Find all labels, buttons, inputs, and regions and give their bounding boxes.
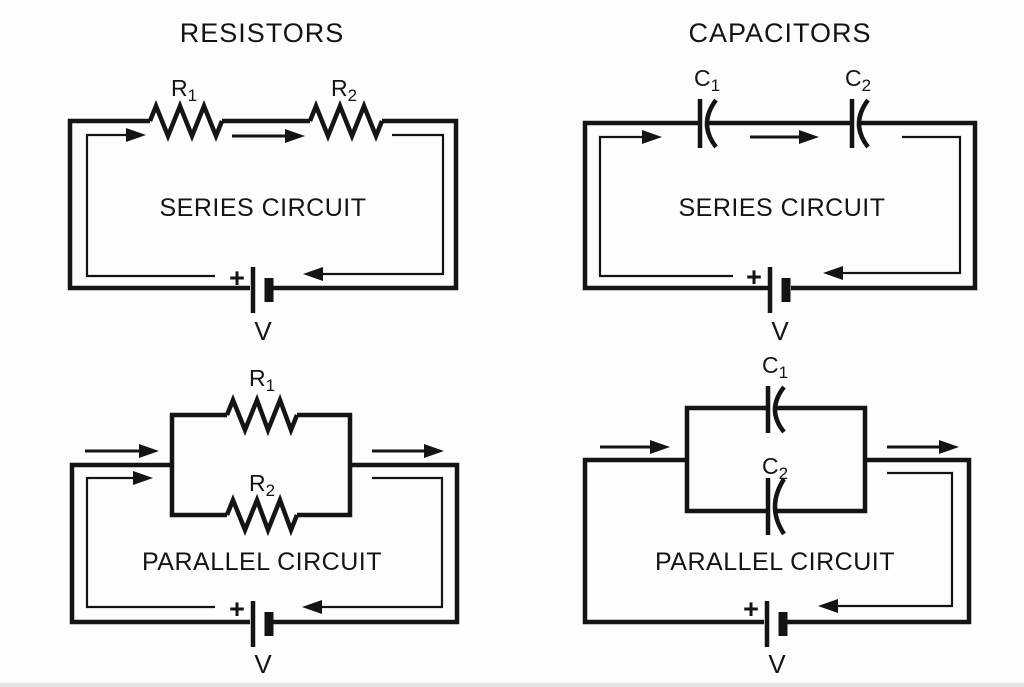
resistor-symbol — [224, 393, 300, 437]
component-label: R1 — [171, 75, 197, 105]
current-loop — [818, 471, 954, 613]
battery-voltage-label: V — [254, 649, 272, 679]
current-loop-line — [598, 135, 733, 278]
battery-polarity-label: + — [229, 594, 245, 624]
component-label: C1 — [694, 65, 720, 95]
component-label: C1 — [762, 352, 788, 382]
battery-symbol — [250, 267, 274, 313]
current-arrow-icon — [133, 471, 153, 485]
column-title-capacitors: CAPACITORS — [688, 18, 871, 48]
parallel-branch-wire — [169, 412, 353, 518]
component-label: C2 — [845, 65, 871, 95]
circuit-wire — [69, 462, 460, 625]
current-loop-line — [323, 133, 445, 276]
component-label: R1 — [249, 365, 275, 395]
current-loop — [85, 128, 445, 281]
current-loop-line — [85, 133, 215, 278]
current-arrows-outer — [600, 440, 959, 454]
circuit-wire — [582, 120, 978, 291]
capacitor-curved-plate — [772, 477, 786, 536]
current-arrow-icon — [642, 130, 662, 144]
capacitor-symbol — [765, 477, 786, 536]
circuit-caption: PARALLEL CIRCUIT — [142, 548, 382, 576]
battery-polarity-label: + — [743, 594, 759, 624]
column-title-resistors: RESISTORS — [180, 18, 345, 48]
battery-polarity-label: + — [746, 262, 762, 292]
panel-capacitors-parallel: C1 C2 PARALLEL CIRCUIT + V — [582, 352, 972, 679]
current-arrow-icon — [823, 266, 843, 280]
battery-symbol — [764, 601, 788, 647]
scan-artifact-edge — [0, 683, 1024, 687]
battery-symbol — [250, 601, 274, 647]
circuit-wire — [67, 118, 459, 291]
component-label: R2 — [331, 75, 357, 105]
battery-voltage-label: V — [768, 649, 786, 679]
current-arrow-icon — [939, 440, 959, 454]
capacitor-symbol — [697, 98, 718, 149]
battery-symbol — [767, 267, 791, 313]
capacitor-curved-plate — [704, 98, 718, 149]
current-arrow-icon — [818, 599, 838, 613]
current-arrow-icon — [285, 129, 305, 143]
component-label: R2 — [249, 470, 275, 500]
parallel-branch-wire — [684, 405, 868, 514]
battery-voltage-label: V — [254, 316, 272, 343]
current-loop-line — [838, 471, 954, 608]
battery-voltage-label: V — [771, 316, 789, 343]
current-arrows-outer — [85, 444, 444, 458]
current-loop-line — [322, 476, 444, 609]
current-arrow-icon — [302, 600, 322, 614]
resistor-symbol — [224, 493, 300, 537]
resistor-symbol — [307, 99, 385, 143]
current-loop — [85, 471, 444, 614]
circuit-wire — [582, 457, 972, 625]
current-loop-line — [85, 476, 215, 609]
circuit-caption: PARALLEL CIRCUIT — [655, 548, 895, 576]
current-arrow-icon — [303, 267, 323, 281]
capacitor-symbol — [765, 385, 786, 434]
panel-capacitors-series: CAPACITORS C1 C2 SERIES CIRCUIT — [582, 18, 978, 343]
circuit-caption: SERIES CIRCUIT — [159, 194, 366, 222]
panel-resistors-series: RESISTORS R1 R2 SERIES CIRCUIT + V — [67, 18, 459, 343]
current-arrow-icon — [799, 130, 819, 144]
capacitor-curved-plate — [772, 385, 786, 434]
current-loop-line — [843, 135, 962, 275]
capacitor-symbol — [849, 98, 870, 149]
battery-polarity-label: + — [229, 263, 245, 293]
current-arrow-icon — [126, 128, 146, 142]
current-arrow-icon — [139, 444, 159, 458]
current-arrow-icon — [650, 440, 670, 454]
circuit-caption: SERIES CIRCUIT — [678, 194, 885, 222]
capacitor-curved-plate — [856, 98, 870, 149]
resistor-symbol — [147, 99, 225, 143]
current-arrow-icon — [424, 444, 444, 458]
component-label: C2 — [762, 453, 788, 483]
current-loop — [598, 130, 962, 280]
panel-resistors-parallel: R1 R2 PARALLEL CIRCUIT + V — [69, 365, 460, 679]
